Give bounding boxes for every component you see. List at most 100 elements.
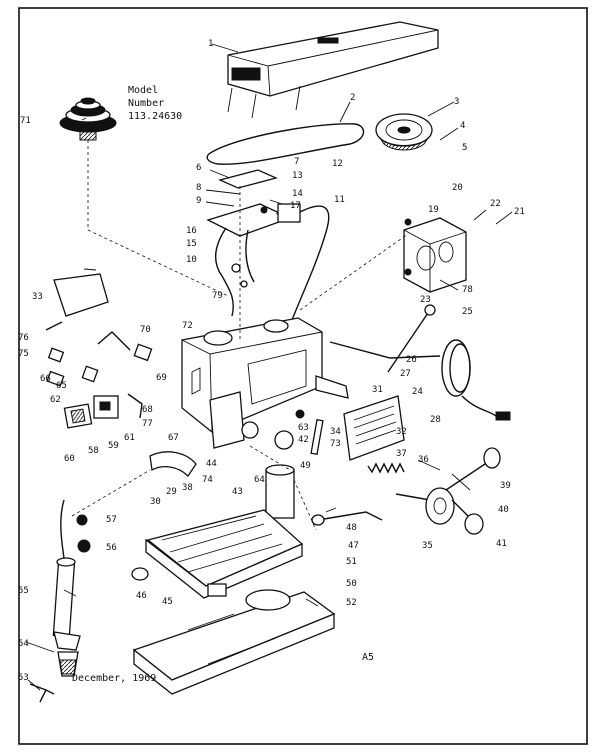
callout-78: 78: [462, 285, 473, 295]
bracket-arm: [315, 375, 349, 399]
callout-4: 4: [460, 121, 465, 131]
callout-34: 34: [330, 427, 341, 437]
small-parts-left: [45, 321, 153, 429]
callout-labels: 1 2 3 4 5 6 7 8 9 10 11 12 13 14 15 16 1…: [18, 39, 525, 683]
callout-5: 5: [462, 143, 467, 153]
callout-25: 25: [462, 307, 473, 317]
callout-44: 44: [206, 459, 217, 469]
page-border: [18, 7, 588, 745]
belt-guard: [227, 21, 439, 119]
callout-62: 62: [50, 395, 61, 405]
callout-23: 23: [420, 295, 431, 305]
callout-60: 60: [64, 454, 75, 464]
callout-58: 58: [88, 446, 99, 456]
callout-45: 45: [162, 597, 173, 607]
callout-41: 41: [496, 539, 507, 549]
callout-15: 15: [186, 239, 197, 249]
callout-42: 42: [298, 435, 309, 445]
table-bracket: [149, 451, 197, 478]
model-label: Model: [128, 85, 158, 96]
quill-housing: [209, 391, 305, 450]
callout-8: 8: [196, 183, 201, 193]
callout-19: 19: [428, 205, 439, 215]
motor-mount: [403, 217, 467, 293]
callout-22: 22: [490, 199, 501, 209]
callout-67: 67: [168, 433, 179, 443]
callout-35: 35: [422, 541, 433, 551]
callout-72: 72: [182, 321, 193, 331]
callout-63: 63: [298, 423, 309, 433]
spindle-assembly: [52, 499, 91, 677]
callout-71: 71: [20, 116, 31, 126]
callout-50: 50: [346, 579, 357, 589]
callout-24: 24: [412, 387, 423, 397]
callout-6: 6: [196, 163, 201, 173]
handle-grip: [311, 514, 325, 526]
spindle-pulley: [59, 97, 117, 141]
callout-52: 52: [346, 598, 357, 608]
callout-51: 51: [346, 557, 357, 567]
callout-55: 55: [18, 586, 29, 596]
callout-54: 54: [18, 639, 29, 649]
switch-assembly: [277, 203, 330, 321]
callout-1: 1: [208, 39, 213, 49]
callout-leaders: [25, 43, 513, 691]
callout-47: 47: [348, 541, 359, 551]
callout-68: 68: [142, 405, 153, 415]
chuck-key: [29, 683, 55, 703]
callout-9: 9: [196, 196, 201, 206]
base: [132, 589, 336, 695]
callout-16: 16: [186, 226, 197, 236]
rod-knob: [424, 304, 436, 316]
callout-46: 46: [136, 591, 147, 601]
callout-64: 64: [254, 475, 265, 485]
callout-48: 48: [346, 523, 357, 533]
model-number-block: Model Number 113.24630: [128, 85, 182, 122]
power-cord: [329, 339, 511, 421]
callout-61: 61: [124, 433, 135, 443]
callout-2: 2: [350, 93, 355, 103]
callout-65: 65: [56, 381, 67, 391]
callout-39: 39: [500, 481, 511, 491]
depth-scale: [310, 418, 324, 456]
callout-3: 3: [454, 97, 459, 107]
work-table: [145, 509, 304, 599]
callout-59: 59: [108, 441, 119, 451]
callout-69: 69: [156, 373, 167, 383]
callout-33: 33: [32, 292, 43, 302]
callout-21: 21: [514, 207, 525, 217]
callout-43: 43: [232, 487, 243, 497]
table-knob: [131, 567, 149, 581]
callout-11: 11: [334, 195, 345, 205]
return-spring: [367, 462, 405, 474]
callout-20: 20: [452, 183, 463, 193]
assembly-leaders: [71, 140, 409, 531]
callout-30: 30: [150, 497, 161, 507]
callout-75: 75: [18, 349, 29, 359]
callout-76: 76: [18, 333, 29, 343]
page-code: A5: [362, 652, 374, 663]
callout-17: 17: [290, 201, 301, 211]
callout-28: 28: [430, 415, 441, 425]
callout-27: 27: [400, 369, 411, 379]
motor-pulley: [375, 113, 433, 151]
callout-79: 79: [212, 291, 223, 301]
feed-handle: [395, 447, 501, 535]
callout-77: 77: [142, 419, 153, 429]
callout-37: 37: [396, 449, 407, 459]
callout-56: 56: [106, 543, 117, 553]
table-lock-handle: [317, 511, 383, 521]
callout-12: 12: [332, 159, 343, 169]
column: [265, 464, 295, 519]
callout-57: 57: [106, 515, 117, 525]
callout-40: 40: [498, 505, 509, 515]
callout-70: 70: [140, 325, 151, 335]
callout-66: 66: [40, 374, 51, 384]
callout-73: 73: [330, 439, 341, 449]
guard-plate: [53, 273, 109, 317]
callout-36: 36: [418, 455, 429, 465]
callout-26: 26: [406, 355, 417, 365]
callout-32: 32: [396, 427, 407, 437]
callout-7: 7: [294, 157, 299, 167]
